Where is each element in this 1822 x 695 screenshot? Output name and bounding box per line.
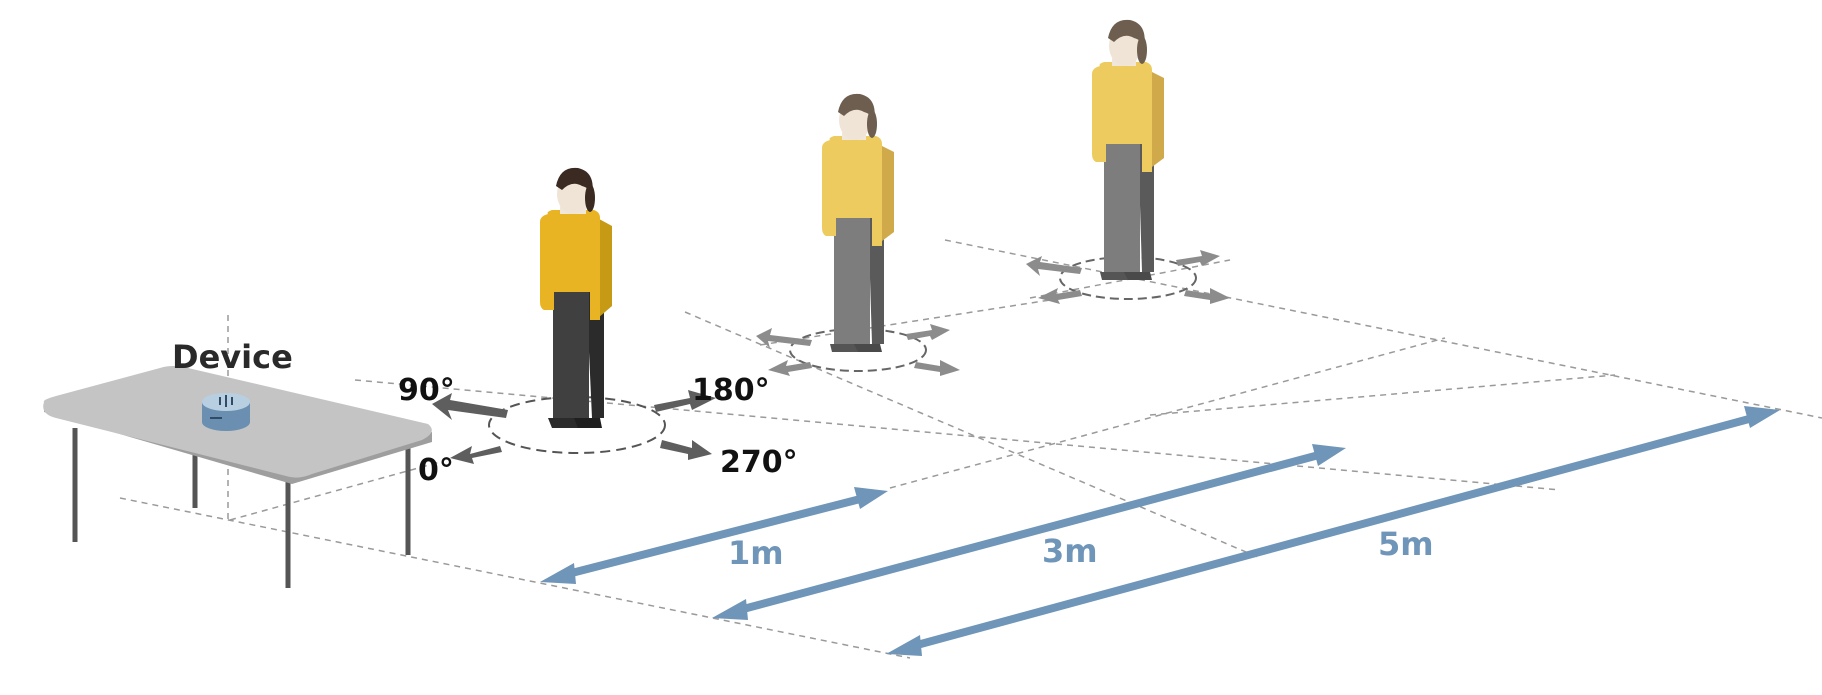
rotation-ring-mid	[756, 324, 960, 376]
grid-line	[1149, 374, 1616, 416]
rotation-arrow-icon	[654, 390, 716, 412]
rotation-arrow-icon	[768, 360, 812, 376]
angle-label-0: 0°	[418, 453, 454, 488]
person-icon	[822, 93, 894, 352]
distance-label-1m: 1m	[728, 534, 784, 572]
grid-line	[119, 497, 911, 659]
angle-label-180: 180°	[692, 373, 770, 408]
angle-label-90: 90°	[398, 373, 455, 408]
rotation-arrow-icon	[914, 360, 960, 376]
grid-line	[759, 299, 1051, 346]
rotation-ring-far	[1026, 250, 1230, 304]
rotation-arrow-icon	[1176, 250, 1220, 266]
rotation-arrow-icon	[1026, 256, 1082, 276]
angle-label-270: 270°	[720, 445, 798, 480]
speaker-device-icon	[202, 393, 250, 431]
rotation-arrow-icon	[432, 393, 508, 420]
grid-line	[944, 239, 1822, 419]
distance-arrow-icon	[540, 487, 888, 584]
person-icon	[1092, 19, 1164, 280]
grid-line	[684, 311, 1261, 559]
grid-line	[354, 379, 1561, 491]
person-icon	[540, 167, 612, 428]
distance-arrow-icon	[712, 444, 1346, 620]
rotation-arrow-icon	[906, 324, 950, 340]
grid-line	[889, 337, 1446, 489]
rotation-arrow-icon	[1184, 288, 1230, 304]
rotation-arrow-icon	[450, 446, 502, 464]
device-label: Device	[172, 338, 293, 376]
distance-label-5m: 5m	[1378, 525, 1434, 563]
distance-arrows	[540, 406, 1780, 656]
distance-arrow-icon	[886, 406, 1780, 656]
rotation-arrow-icon	[756, 328, 812, 348]
rotation-arrow-icon	[1038, 288, 1082, 304]
grid-line	[229, 461, 441, 521]
rotation-arrow-icon	[660, 440, 712, 460]
distance-label-3m: 3m	[1042, 532, 1098, 570]
